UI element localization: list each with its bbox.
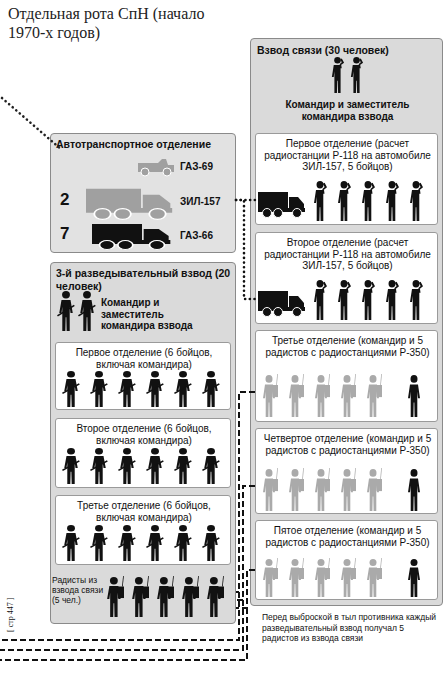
jeep-icon [138, 159, 174, 176]
soldier-figure [338, 280, 351, 320]
section-box: Четвертое отделение (командир и 5 радист… [255, 428, 438, 514]
section-text: Первое отделение (6 бойцов, включая кома… [60, 347, 228, 370]
soldier-figure [118, 371, 136, 407]
soldier-figure [314, 280, 327, 320]
soldier-figure [386, 181, 399, 221]
soldier-figure [202, 448, 220, 484]
dashed-leader [0, 592, 239, 640]
dotted-connector [236, 200, 255, 299]
radio-operator-figure [289, 558, 304, 597]
command-text: Командир и заместитель командира взвода [101, 297, 211, 332]
soldier-figure [146, 448, 164, 484]
radio-operator-figure [263, 468, 278, 511]
section-text: Третье отделение (командир и 5 радистов … [260, 335, 435, 358]
section-text: Второе отделение (расчет радиостанции Р-… [260, 237, 435, 272]
soldier-figure [202, 371, 220, 407]
command-text: Командир и заместитель командира взвода [271, 99, 424, 122]
group-text: Радисты из взвода связи (5 чел.) [52, 576, 104, 605]
commander-figure [408, 559, 420, 597]
platoon-box: Взвод связи (30 человек) Командир и замес… [250, 38, 443, 606]
dashed-connector [236, 486, 255, 600]
section-text: Третье отделение (6 бойцов, включая кома… [60, 500, 228, 523]
soldier-figure [62, 448, 80, 484]
soldier-figure [174, 448, 192, 484]
commander-figure [408, 375, 420, 417]
soldier-figure [362, 181, 375, 221]
radio-operator-figure [367, 558, 382, 597]
dashed-connector [236, 570, 255, 608]
soldier-figure [62, 525, 80, 561]
soldier-figure [338, 181, 351, 221]
truck-icon [86, 189, 172, 220]
note-text: Перед выброской в тыл противника каждый … [262, 612, 442, 644]
dashed-leader [0, 600, 243, 650]
soldier-figure [146, 371, 164, 407]
truck-icon [258, 192, 305, 218]
commander-figure [57, 291, 75, 331]
radio-operator-figure [132, 576, 149, 617]
dotted-connector [236, 199, 255, 202]
radio-operator-figure [263, 558, 278, 597]
soldier-figure [174, 525, 192, 561]
section-box: Второе отделение (расчет радиостанции Р-… [255, 232, 438, 324]
title: Отдельная рота СпН (начало 1970-х годов) [8, 4, 218, 42]
truck-icon [258, 291, 305, 317]
soldier-figure [118, 448, 136, 484]
platoon-heading: 3-й разведывательный взвод (20 человек) [56, 267, 232, 293]
soldier-figure [90, 525, 108, 561]
section-text: Четвертое отделение (командир и 5 радист… [260, 433, 435, 456]
soldier-figure [410, 280, 423, 320]
section-box: Пятое отделение (командир и 5 радистов с… [255, 520, 438, 600]
soldier-figure [386, 280, 399, 320]
soldier-figure [90, 448, 108, 484]
radio-operator-figure [315, 374, 330, 417]
section-text: Второе отделение (6 бойцов, включая кома… [60, 423, 228, 446]
transport-box: Автотранспортное отделение [50, 133, 236, 253]
page-number: [ стр 447 ] [6, 598, 15, 632]
soldier-figure [410, 181, 423, 221]
soldier-figure [362, 280, 375, 320]
commander-figure [78, 291, 96, 331]
radio-operator-figure [289, 374, 304, 417]
soldier-figure [314, 181, 327, 221]
dashed-connector [236, 392, 255, 592]
radio-operator-figure [107, 576, 124, 617]
section-box: Третье отделение (6 бойцов, включая кома… [55, 495, 231, 565]
soldier-figure [90, 371, 108, 407]
soldier-figure [146, 525, 164, 561]
radio-operator-figure [367, 374, 382, 417]
radio-operator-figure [341, 374, 356, 417]
radio-operator-figure [315, 558, 330, 597]
commander-figure [351, 57, 363, 93]
radio-operator-figure [367, 468, 382, 511]
platoon-heading: Взвод связи (30 человек) [257, 44, 437, 57]
radio-operator-figure [182, 576, 199, 617]
radio-operator-figure [157, 576, 174, 617]
dashed-leader [0, 608, 247, 660]
platoon-box: 3-й разведывательный взвод (20 человек) К… [50, 262, 236, 624]
truck-icon [92, 224, 170, 250]
soldier-figure [62, 371, 80, 407]
section-box: Первое отделение (расчет радиостанции Р-… [255, 133, 438, 225]
soldier-figure [118, 525, 136, 561]
radio-operator-figure [263, 374, 278, 417]
soldier-figure [202, 525, 220, 561]
commander-figure [332, 57, 344, 93]
soldier-figure [174, 371, 192, 407]
radio-operator-figure [341, 558, 356, 597]
section-box: Первое отделение (6 бойцов, включая кома… [55, 342, 231, 410]
section-text: Пятое отделение (командир и 5 радистов с… [260, 525, 435, 548]
radio-operator-figure [341, 468, 356, 511]
attached-group: Радисты из взвода связи (5 чел.) [52, 570, 236, 622]
commander-figure [408, 469, 420, 511]
dotted-leader [2, 98, 62, 150]
radio-operator-figure [315, 468, 330, 511]
radio-operator-figure [207, 576, 224, 617]
section-box: Второе отделение (6 бойцов, включая кома… [55, 418, 231, 488]
section-text: Первое отделение (расчет радиостанции Р-… [260, 138, 435, 173]
section-heading: Автотранспортное отделение [56, 138, 232, 151]
radio-operator-figure [289, 468, 304, 511]
section-box: Третье отделение (командир и 5 радистов … [255, 330, 438, 422]
